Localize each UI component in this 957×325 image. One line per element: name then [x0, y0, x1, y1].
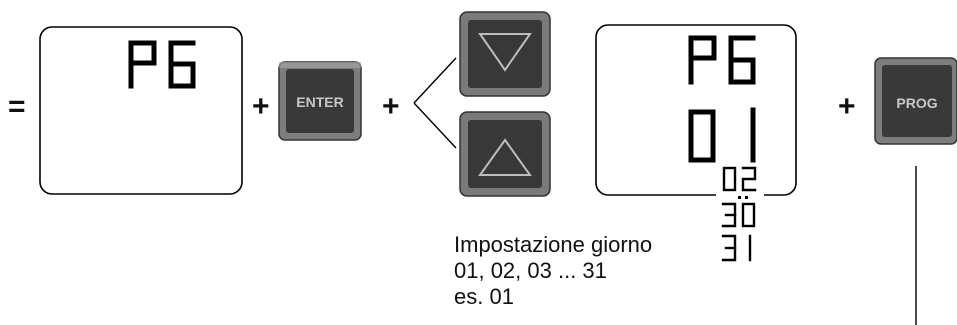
enter-button-label: ENTER — [296, 94, 343, 110]
plus-sign-1: + — [252, 90, 270, 123]
lcd-code-p6-right — [688, 35, 756, 85]
enter-button[interactable]: ENTER — [278, 61, 362, 141]
caption-day-setting: Impostazione giorno 01, 02, 03 ... 31 es… — [454, 232, 714, 310]
triangle-up-icon — [478, 138, 532, 176]
scroll-separator — [738, 196, 748, 199]
lcd-screen-left — [39, 26, 243, 195]
prog-button-label: PROG — [896, 95, 937, 111]
up-button[interactable] — [459, 111, 551, 197]
equals-sign: = — [8, 90, 26, 123]
lcd-value-01 — [688, 107, 756, 163]
down-button[interactable] — [459, 11, 551, 97]
branch-connector — [413, 57, 457, 149]
scroll-value-31 — [721, 234, 752, 262]
plus-sign-2: + — [382, 90, 400, 123]
caption-line-2: 01, 02, 03 ... 31 — [454, 258, 607, 283]
caption-line-1: Impostazione giorno — [454, 232, 653, 257]
lcd-code-p6-left — [128, 40, 196, 89]
plus-sign-3: + — [838, 90, 856, 123]
prog-button[interactable]: PROG — [874, 57, 957, 145]
scroll-value-02 — [722, 166, 757, 192]
lcd-screen-right — [595, 24, 797, 198]
triangle-down-icon — [478, 33, 532, 72]
caption-line-3: es. 01 — [454, 284, 514, 309]
scroll-value-30 — [721, 202, 756, 228]
lcd-scroll-values — [721, 166, 757, 262]
